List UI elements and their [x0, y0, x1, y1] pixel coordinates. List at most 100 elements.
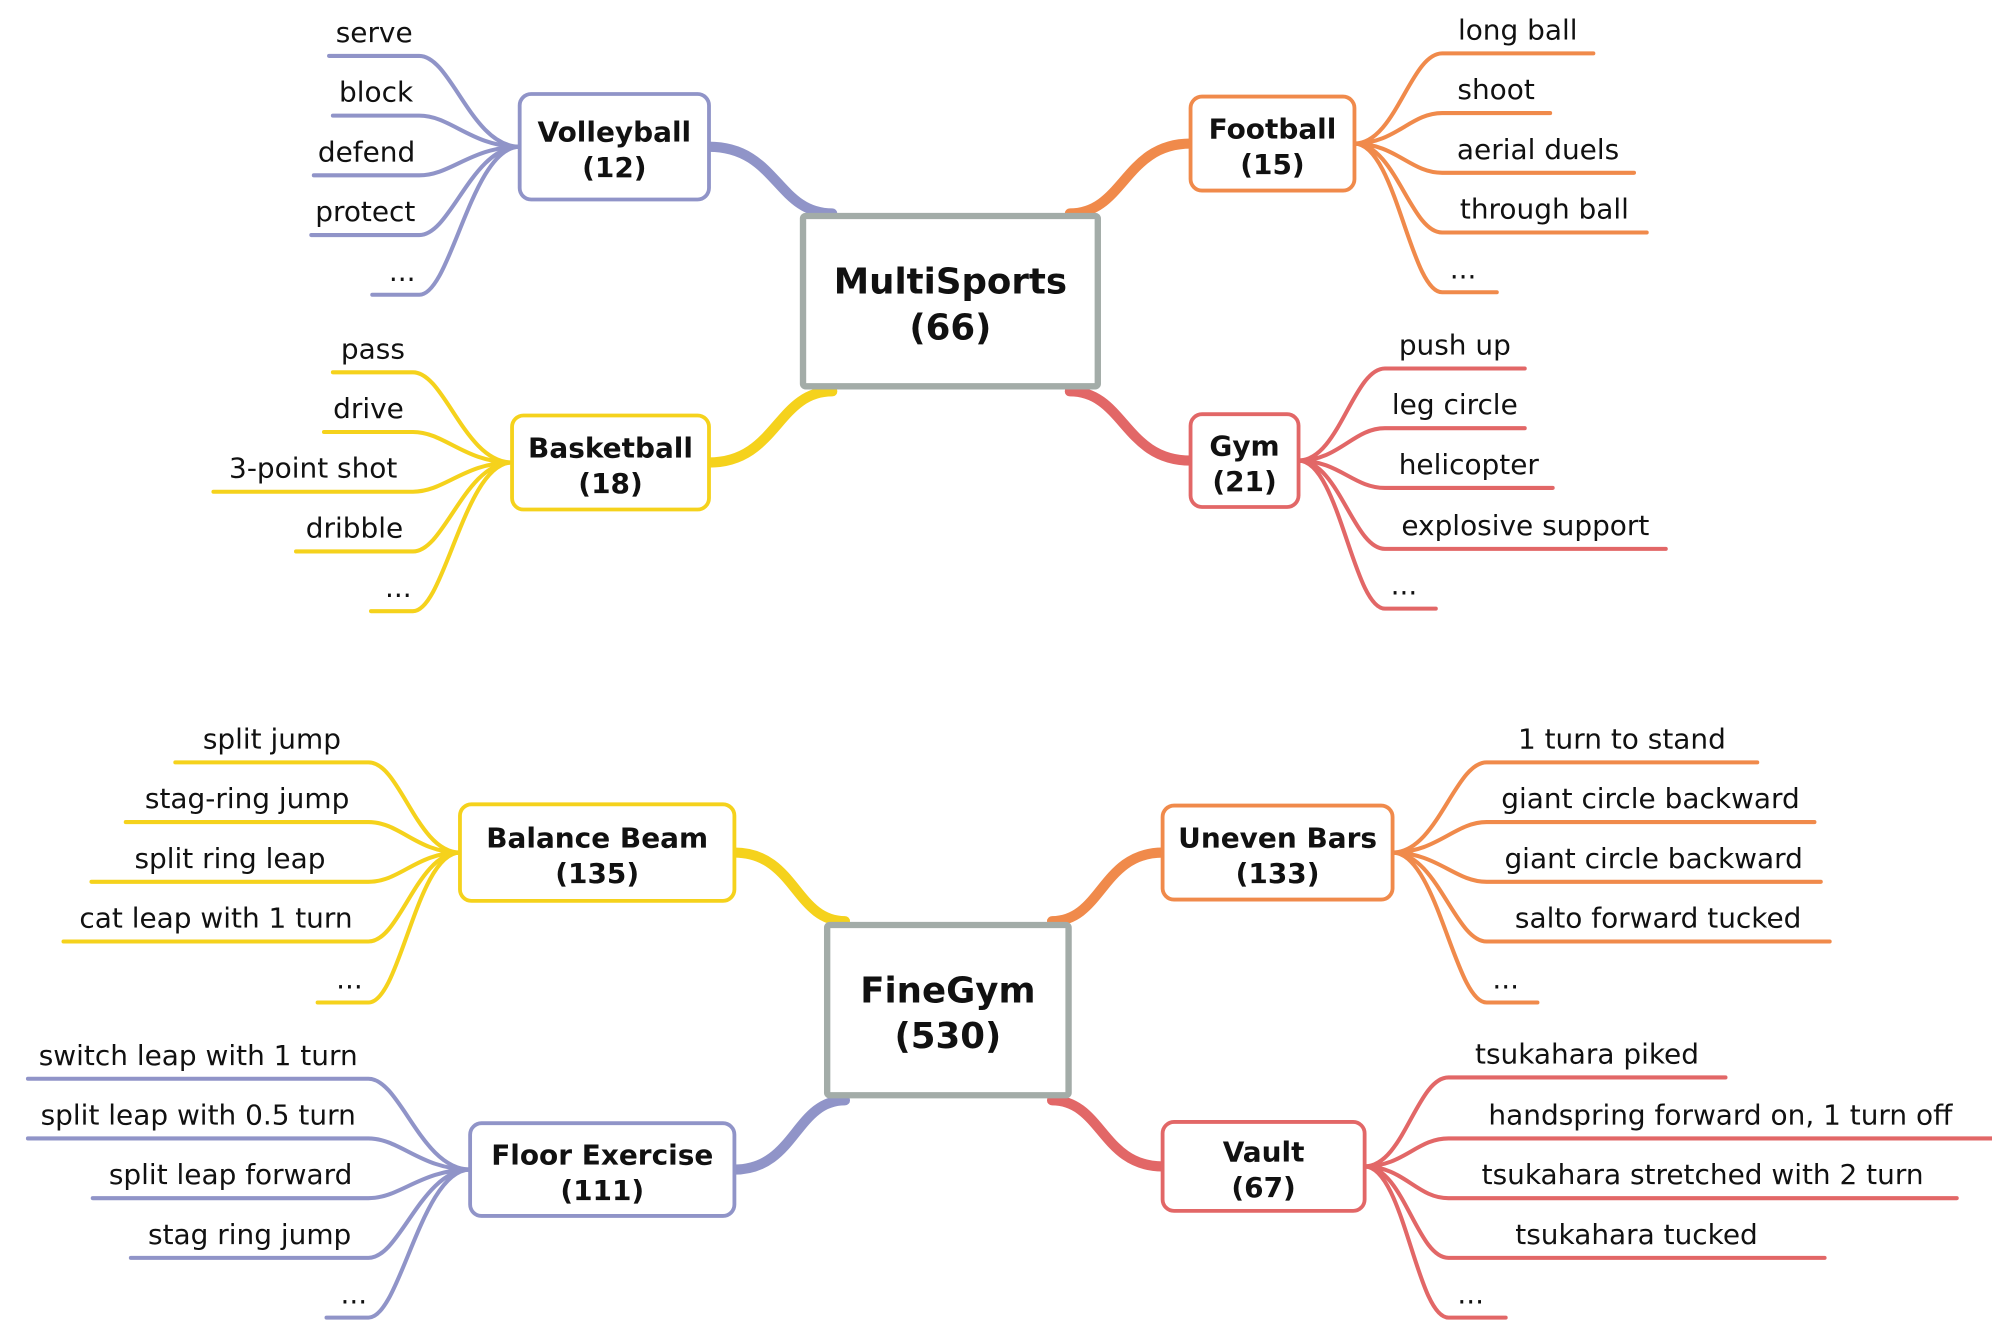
leaf-label: ...: [336, 963, 363, 996]
vault-node-count: (67): [1231, 1171, 1295, 1204]
leaf-label: ...: [1492, 963, 1519, 996]
leaf-label: stag-ring jump: [145, 782, 349, 815]
uneven-bars-leaf-line: [1390, 850, 1823, 884]
leaf-label: ...: [385, 571, 412, 604]
balance-beam-node: [458, 802, 737, 903]
leaf-label: dribble: [306, 511, 403, 544]
leaf-label: split jump: [203, 722, 341, 755]
root-title: MultiSports: [834, 262, 1067, 303]
leaf-label: aerial duels: [1457, 133, 1619, 166]
leaf-label: handspring forward on, 1 turn off: [1488, 1098, 1953, 1131]
volleyball-node: [517, 92, 711, 202]
volleyball-leaf-line: [330, 113, 522, 149]
balance-beam-leaf-line: [315, 850, 462, 1005]
leaf-label: leg circle: [1392, 388, 1518, 421]
leaf-label: ...: [1457, 1278, 1484, 1311]
volleyball-node-title: Volleyball: [538, 116, 692, 149]
football-leaf-line: [1352, 141, 1637, 175]
leaf-label: switch leap with 1 turn: [39, 1039, 358, 1072]
volleyball-leaf-line: [311, 144, 522, 178]
basketball-node-title: Basketball: [528, 431, 693, 464]
football-node: [1188, 94, 1357, 193]
basketball-leaf-line: [321, 429, 515, 465]
basketball-node-count: (18): [578, 467, 642, 500]
volleyball-leaf-line: [309, 144, 522, 238]
leaf-label: pass: [341, 332, 405, 365]
vault-node: [1160, 1120, 1367, 1213]
basketball-node: [510, 413, 711, 512]
leaf-label: explosive support: [1401, 509, 1649, 542]
balance-beam-leaf-line: [123, 820, 462, 855]
basketball-leaf-line: [330, 370, 515, 465]
leaf-label: defend: [318, 135, 415, 168]
leaf-label: ...: [341, 1278, 368, 1311]
uneven-bars-connector: [1046, 847, 1168, 927]
balance-beam-node-title: Balance Beam: [486, 821, 708, 854]
floor-exercise-leaf-line: [90, 1167, 473, 1201]
leaf-label: cat leap with 1 turn: [79, 902, 352, 935]
uneven-bars-node: [1160, 803, 1395, 902]
leaf-label: long ball: [1458, 13, 1578, 46]
football-node-title: Football: [1209, 112, 1337, 145]
floor-exercise-leaf-line: [25, 1076, 473, 1172]
leaf-label: split leap forward: [109, 1158, 352, 1191]
balance-beam-connector: [729, 847, 851, 927]
leaf-label: giant circle backward: [1501, 782, 1799, 815]
football-leaf-line: [1352, 141, 1499, 295]
football-connector: [1064, 138, 1196, 219]
leaf-label: push up: [1399, 328, 1511, 361]
volleyball-leaf-line: [327, 53, 522, 149]
vault-leaf-line: [1362, 1136, 1992, 1169]
leaf-label: ...: [1391, 569, 1418, 602]
gym-node: [1188, 412, 1301, 509]
leaf-label: tsukahara piked: [1475, 1037, 1699, 1070]
leaf-label: 3-point shot: [229, 452, 397, 485]
floor-exercise-node: [468, 1121, 737, 1218]
leaf-label: through ball: [1460, 193, 1629, 226]
multisports-map: serve block defend protect... Volleyball(12)…: [211, 13, 1668, 614]
football-node-count: (15): [1240, 148, 1304, 181]
floor-exercise-connector: [729, 1095, 851, 1175]
uneven-bars-node-title: Uneven Bars: [1178, 821, 1377, 854]
gym-leaf-line: [1296, 366, 1527, 463]
volleyball-leaf-line: [370, 144, 522, 297]
volleyball-node-count: (12): [582, 151, 646, 184]
vault-leaf-line: [1362, 1075, 1728, 1169]
leaf-label: salto forward tucked: [1515, 902, 1801, 935]
leaf-label: ...: [389, 255, 416, 288]
leaf-label: shoot: [1457, 73, 1534, 106]
vault-connector: [1046, 1095, 1168, 1172]
basketball-leaf-line: [294, 460, 515, 554]
volleyball-connector: [703, 141, 838, 219]
floor-exercise-leaf-line: [25, 1136, 473, 1172]
balance-beam-node-count: (135): [555, 857, 639, 890]
leaf-label: helicopter: [1399, 448, 1540, 481]
balance-beam-leaf-line: [89, 850, 462, 884]
multisports-root-node: [799, 212, 1101, 390]
root-title: FineGym: [860, 971, 1035, 1012]
football-leaf-line: [1352, 111, 1553, 146]
gym-leaf-line: [1296, 426, 1527, 463]
vault-node-title: Vault: [1223, 1135, 1305, 1168]
uneven-bars-leaf-line: [1390, 760, 1760, 855]
leaf-label: ...: [1450, 252, 1477, 285]
leaf-label: protect: [315, 195, 415, 228]
floor-exercise-node-title: Floor Exercise: [491, 1139, 713, 1172]
basketball-connector: [703, 386, 838, 468]
finegym-root-node: [823, 921, 1072, 1099]
gym-leaf-line: [1296, 458, 1555, 490]
floor-exercise-node-count: (111): [560, 1174, 644, 1207]
leaf-label: block: [339, 76, 414, 109]
leaf-label: giant circle backward: [1504, 842, 1802, 875]
gym-node-count: (21): [1212, 465, 1276, 498]
leaf-label: tsukahara stretched with 2 turn: [1482, 1158, 1924, 1191]
leaf-label: serve: [336, 16, 413, 49]
uneven-bars-leaf-line: [1390, 820, 1817, 855]
leaf-label: tsukahara tucked: [1515, 1218, 1757, 1251]
football-leaf-line: [1352, 51, 1596, 146]
leaf-label: drive: [333, 392, 404, 425]
gym-leaf-line: [1296, 458, 1438, 611]
basketball-leaf-line: [368, 460, 515, 614]
